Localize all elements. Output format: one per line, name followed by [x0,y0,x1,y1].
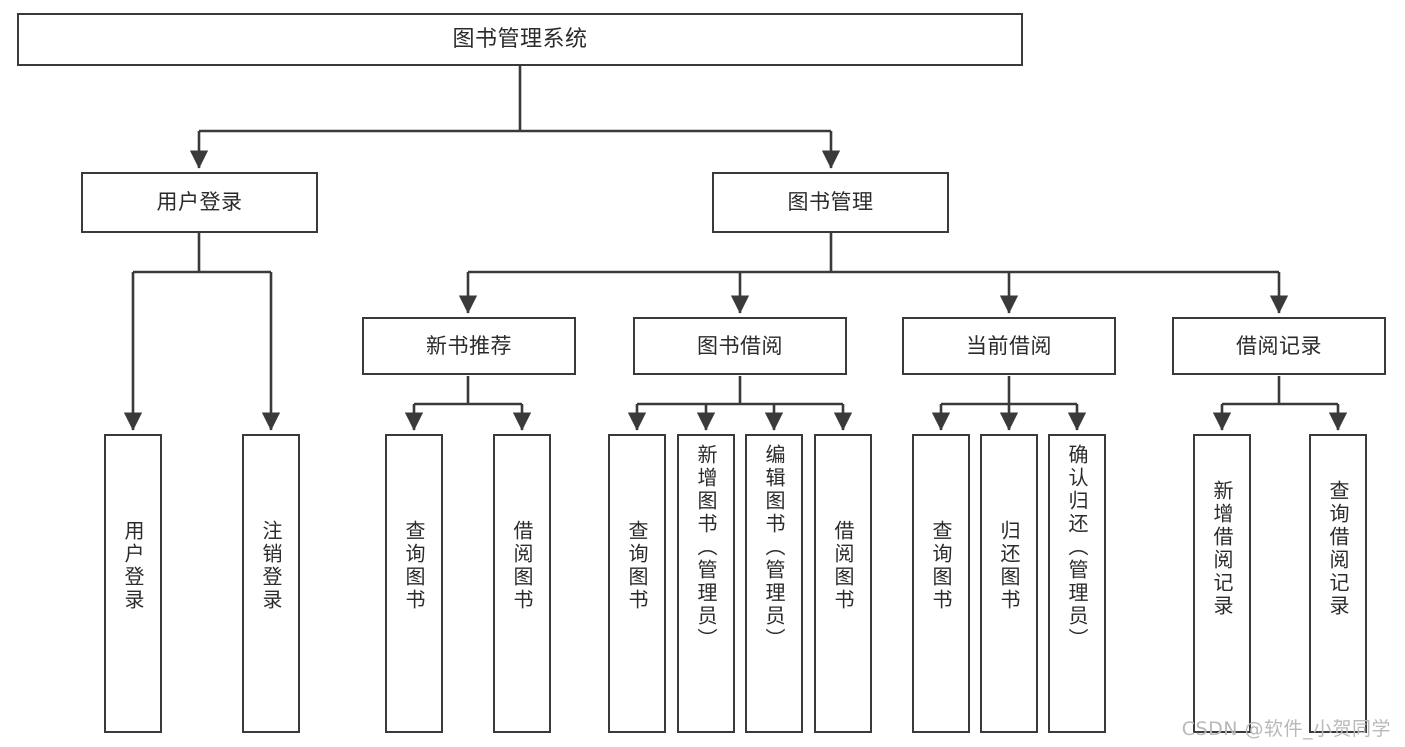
node-borrow-record[interactable]: 借阅记录 [1172,317,1386,375]
node-bb-add-book[interactable]: 新增图书（管理员） [677,434,735,733]
node-cb-return-book-label: 归还图书 [997,520,1021,612]
node-br-query-record-label: 查询借阅记录 [1326,480,1350,618]
node-root[interactable]: 图书管理系统 [17,13,1023,66]
node-borrow-record-label: 借阅记录 [1236,333,1322,358]
node-new-book-rec[interactable]: 新书推荐 [362,317,576,375]
node-bb-add-book-label: 新增图书（管理员） [694,444,718,651]
node-book-borrow-label: 图书借阅 [697,333,783,358]
node-new-book-rec-label: 新书推荐 [426,333,512,358]
node-root-label: 图书管理系统 [452,26,588,52]
node-br-add-record[interactable]: 新增借阅记录 [1193,434,1251,733]
node-logout-leaf-label: 注销登录 [259,520,283,612]
node-cb-query-book-label: 查询图书 [929,520,953,612]
node-user-login-label: 用户登录 [156,190,243,215]
node-user-login-leaf[interactable]: 用户登录 [104,434,162,733]
node-cb-confirm-return[interactable]: 确认归还（管理员） [1048,434,1106,733]
node-bb-query-book[interactable]: 查询图书 [608,434,666,733]
node-user-login[interactable]: 用户登录 [81,172,318,233]
node-current-borrow-label: 当前借阅 [966,333,1052,358]
node-cb-confirm-return-label: 确认归还（管理员） [1065,444,1089,651]
node-rec-borrow-book[interactable]: 借阅图书 [493,434,551,733]
node-logout-leaf[interactable]: 注销登录 [242,434,300,733]
node-bb-query-book-label: 查询图书 [625,520,649,612]
node-user-login-leaf-label: 用户登录 [121,520,145,612]
node-current-borrow[interactable]: 当前借阅 [902,317,1116,375]
node-book-manage[interactable]: 图书管理 [712,172,949,233]
node-rec-query-book[interactable]: 查询图书 [385,434,443,733]
node-bb-edit-book-label: 编辑图书（管理员） [762,444,786,651]
node-bb-borrow-book[interactable]: 借阅图书 [814,434,872,733]
node-book-borrow[interactable]: 图书借阅 [633,317,847,375]
node-br-query-record[interactable]: 查询借阅记录 [1309,434,1367,733]
node-rec-query-book-label: 查询图书 [402,520,426,612]
node-bb-edit-book[interactable]: 编辑图书（管理员） [745,434,803,733]
node-cb-query-book[interactable]: 查询图书 [912,434,970,733]
node-book-manage-label: 图书管理 [787,190,874,215]
node-cb-return-book[interactable]: 归还图书 [980,434,1038,733]
node-bb-borrow-book-label: 借阅图书 [831,520,855,612]
node-rec-borrow-book-label: 借阅图书 [510,520,534,612]
node-br-add-record-label: 新增借阅记录 [1210,480,1234,618]
